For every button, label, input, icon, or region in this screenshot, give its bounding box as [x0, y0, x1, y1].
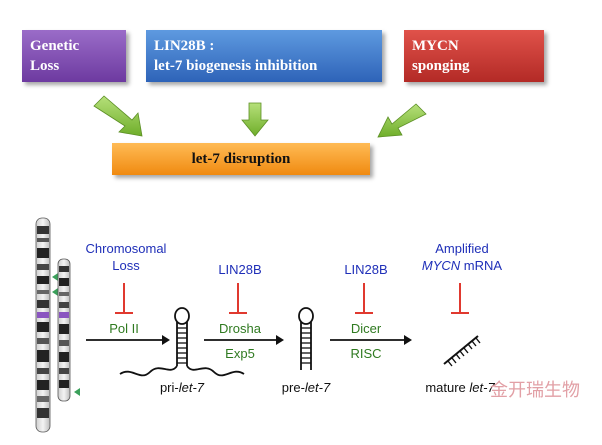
risc-label: RISC — [350, 346, 381, 361]
green-arrow-center — [241, 102, 269, 137]
mycn-line2: sponging — [412, 58, 470, 74]
chromosome-large — [35, 217, 51, 433]
process-arrow-3 — [330, 335, 412, 345]
pri-prefix: pri- — [160, 380, 179, 395]
chromosomal-label: Chromosomal — [86, 241, 167, 256]
process-arrow-1 — [86, 335, 170, 345]
watermark-text: 金开瑞生物 — [490, 380, 580, 401]
inhibitor-bar-dicer — [355, 283, 373, 314]
mycn-italic: MYCN — [422, 258, 461, 273]
mycn-sponging-box: MYCN sponging — [404, 30, 544, 82]
mrna-text: mRNA — [460, 258, 502, 273]
pri-let-7-label: pri-let-7 — [160, 380, 205, 395]
mature-prefix: mature — [425, 380, 469, 395]
pre-let-7-hairpin-icon — [298, 307, 314, 370]
inhibitor-bar-pol2 — [115, 283, 133, 314]
loss-label: Loss — [112, 258, 140, 273]
pre-let-7-label: pre-let-7 — [282, 380, 331, 395]
mature-let-7-strand-icon — [443, 335, 481, 367]
pol2-label: Pol II — [109, 321, 139, 336]
green-arrow-right — [377, 103, 427, 138]
marker-triangle-1 — [52, 273, 58, 281]
pri-italic: let-7 — [179, 380, 205, 395]
exp5-label: Exp5 — [225, 346, 255, 361]
mature-italic: let-7 — [469, 380, 495, 395]
lin28b-label-1: LIN28B — [218, 262, 261, 277]
chromosome-small — [57, 258, 71, 402]
genetic-loss-line2: Loss — [30, 58, 60, 74]
genetic-loss-box: Genetic Loss — [22, 30, 126, 82]
lin28b-box: LIN28B : let-7 biogenesis inhibition — [146, 30, 382, 82]
inhibitor-bar-drosha — [229, 283, 247, 314]
pre-prefix: pre- — [282, 380, 305, 395]
genetic-loss-line1: Genetic — [30, 38, 80, 54]
process-arrow-2 — [204, 335, 284, 345]
lin28b-line2: let-7 biogenesis inhibition — [154, 58, 318, 74]
lin28b-line1: LIN28B : — [154, 38, 215, 54]
amplified-label: Amplified — [435, 241, 488, 256]
lin28b-label-2: LIN28B — [344, 262, 387, 277]
drosha-label: Drosha — [219, 321, 262, 336]
mycn-line1: MYCN — [412, 38, 459, 54]
dicer-label: Dicer — [351, 321, 382, 336]
mycn-mrna-label: MYCN mRNA — [422, 258, 502, 273]
mature-let-7-label: mature let-7 — [425, 380, 495, 395]
inhibitor-bar-mrna — [451, 283, 469, 314]
pre-italic: let-7 — [305, 380, 331, 395]
let-7-disruption-label: let-7 disruption — [191, 151, 291, 167]
pri-let-7-hairpin-icon — [119, 307, 245, 377]
green-arrow-left — [93, 95, 143, 137]
let-7-disruption-box: let-7 disruption — [112, 143, 370, 175]
marker-triangle-3 — [74, 388, 80, 396]
marker-triangle-2 — [52, 288, 58, 296]
